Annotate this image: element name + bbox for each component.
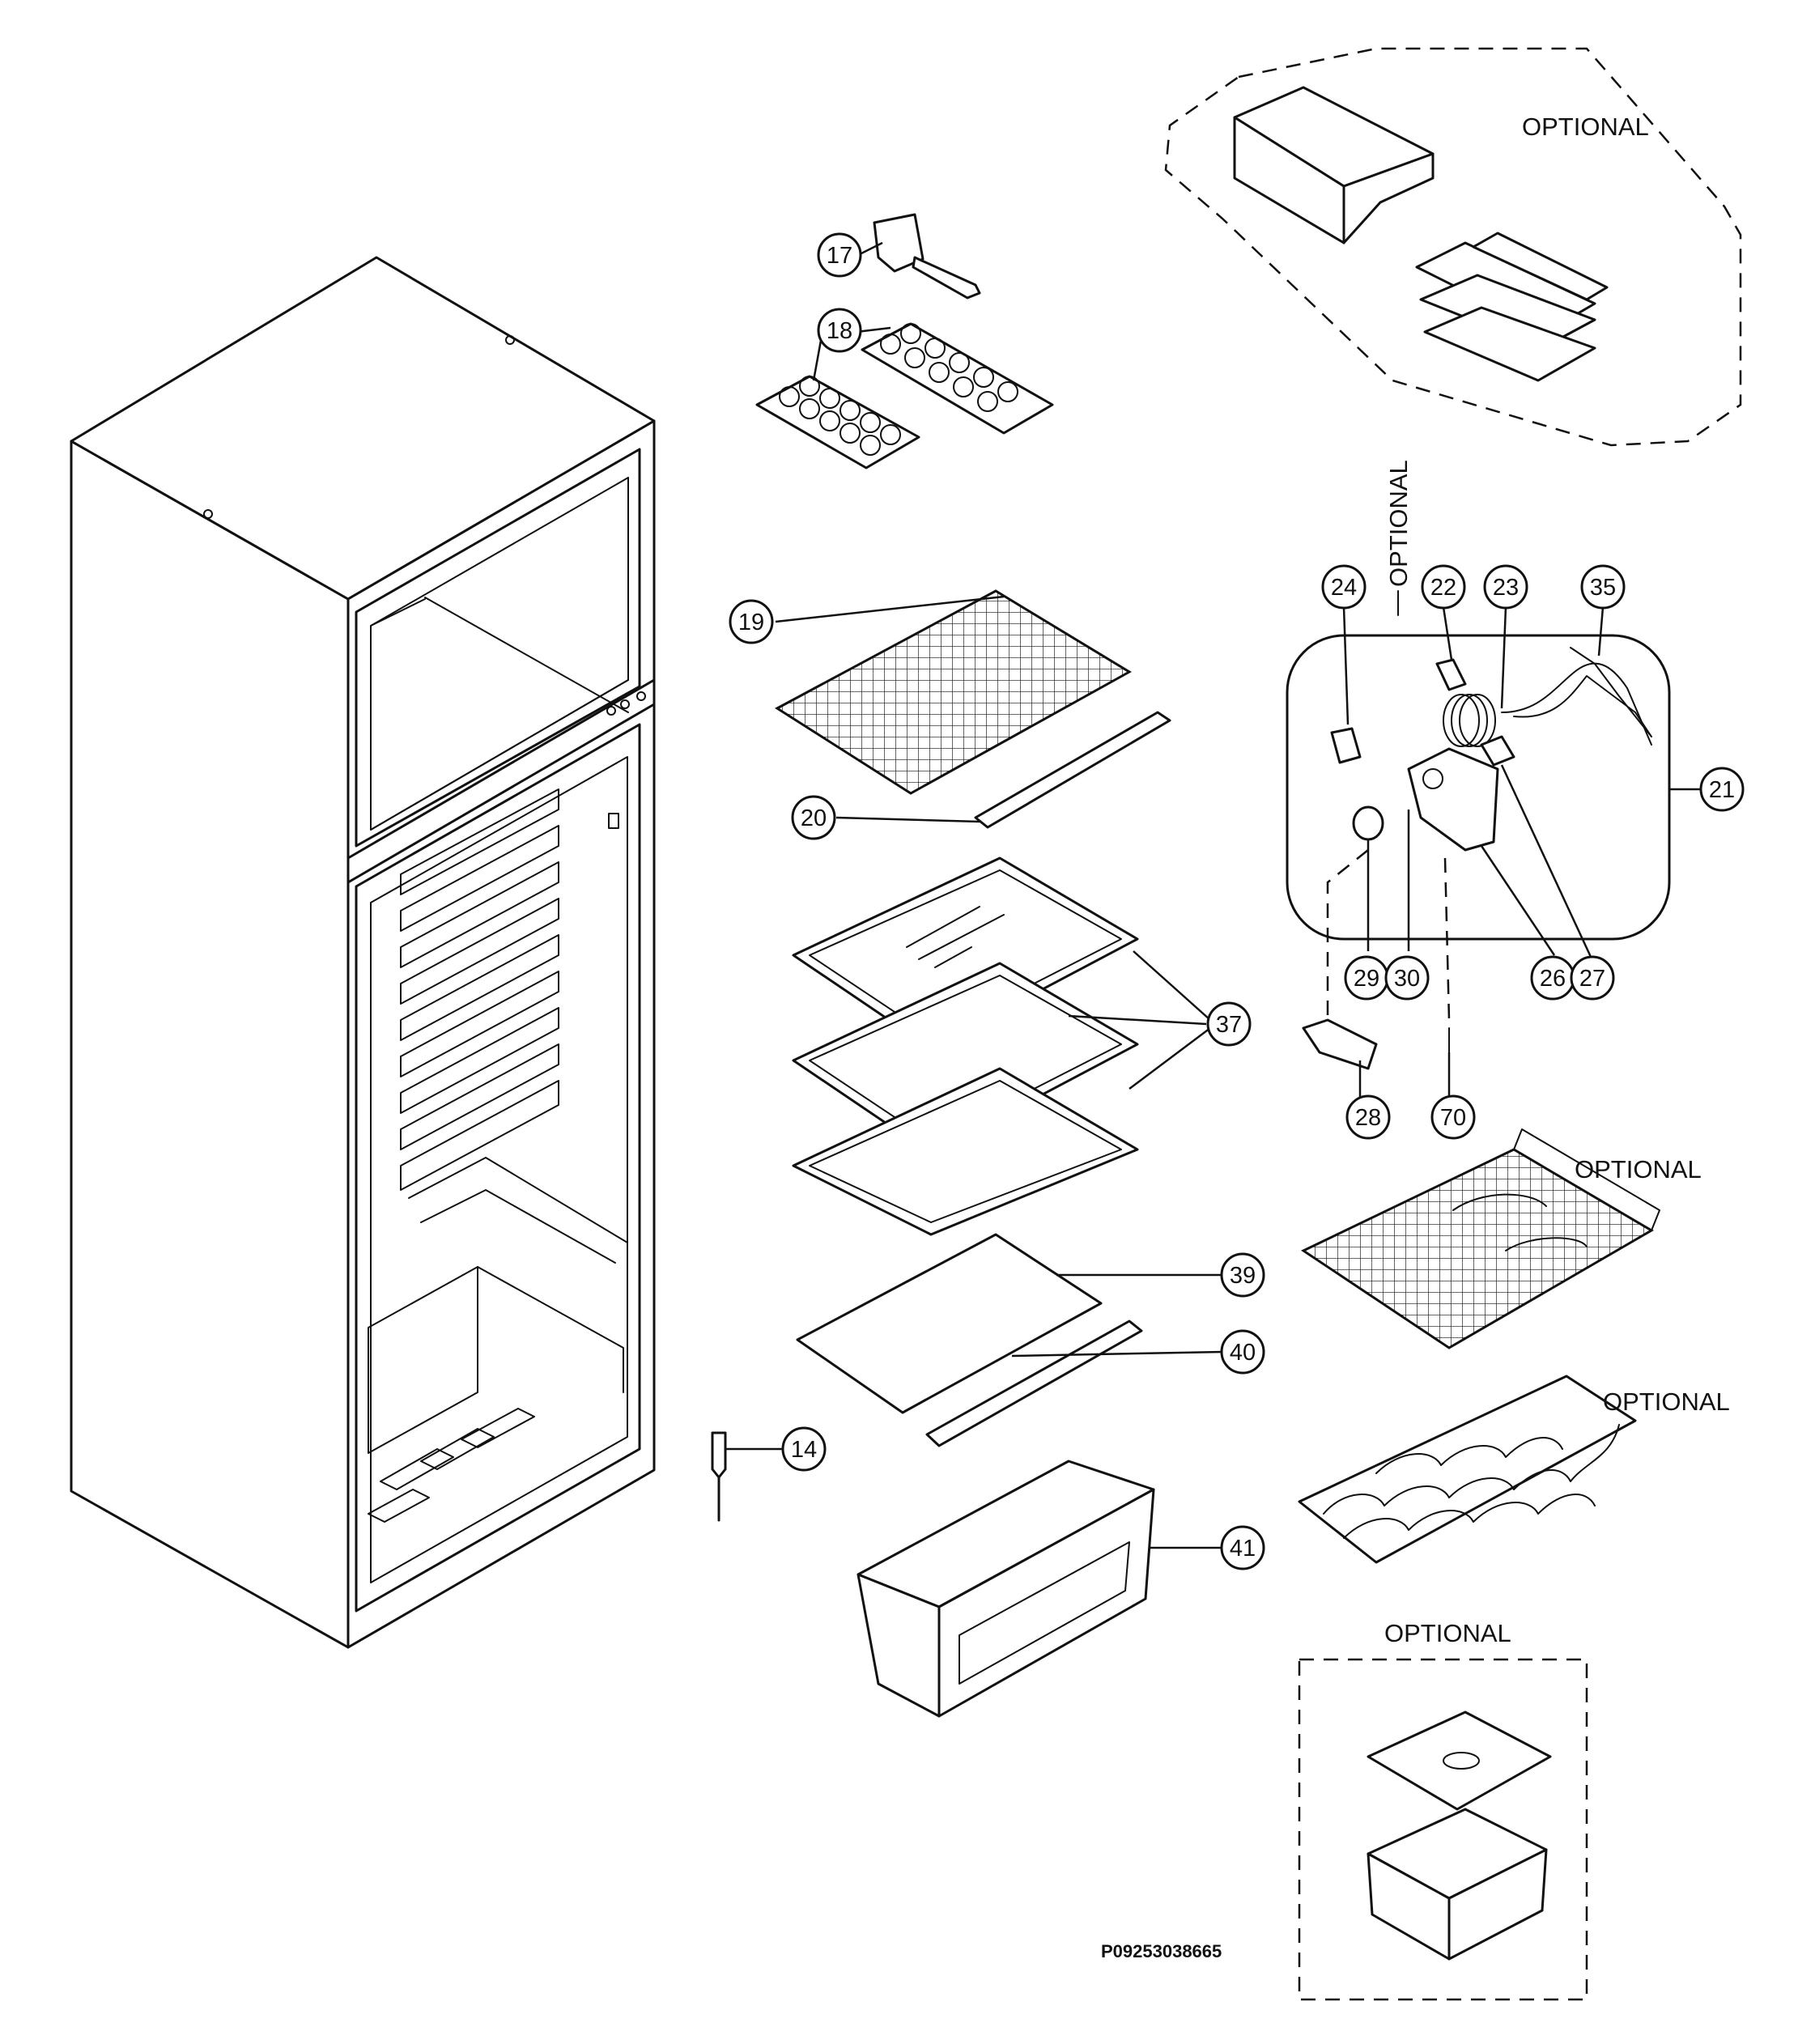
svg-text:37: 37 xyxy=(1216,1012,1242,1038)
part-18-ice-trays xyxy=(755,322,1054,470)
callout-17: 17 xyxy=(817,232,862,278)
callout-22: 22 xyxy=(1421,564,1466,610)
optional-wine-rack xyxy=(1298,1375,1637,1564)
svg-text:40: 40 xyxy=(1230,1340,1256,1366)
svg-text:14: 14 xyxy=(791,1437,817,1463)
optional-label-electrical: OPTIONAL xyxy=(1384,460,1413,587)
svg-text:28: 28 xyxy=(1355,1105,1381,1131)
callout-20: 20 xyxy=(791,795,836,840)
callout-28: 28 xyxy=(1345,1094,1391,1140)
callout-26: 26 xyxy=(1530,955,1575,1001)
part-21-control-housing-group xyxy=(1286,606,1702,1097)
optional-wire-shelf xyxy=(1300,1128,1660,1349)
optional-label-wire-shelf: OPTIONAL xyxy=(1575,1155,1702,1183)
part-37-glass-shelves xyxy=(792,856,1211,1236)
part-17-ice-scraper xyxy=(857,213,981,300)
cabinet-floor-ribs xyxy=(368,1408,535,1523)
svg-text:22: 22 xyxy=(1430,575,1456,601)
part-19-wire-shelf xyxy=(775,589,1132,795)
optional-label-icemaker: OPTIONAL xyxy=(1522,113,1649,141)
callout-39: 39 xyxy=(1220,1252,1265,1298)
callout-19: 19 xyxy=(729,599,774,644)
part-41-crisper-drawer xyxy=(856,1460,1222,1718)
svg-text:17: 17 xyxy=(827,243,852,269)
callout-layer: 14 17 18 19 20 21 22 23 24 26 27 28 29 3… xyxy=(729,232,1745,1570)
callout-14: 14 xyxy=(781,1426,827,1472)
svg-text:23: 23 xyxy=(1493,575,1519,601)
callout-30: 30 xyxy=(1384,955,1430,1001)
optional-label-wine-rack: OPTIONAL xyxy=(1603,1387,1730,1416)
part-14-probe xyxy=(711,1431,782,1522)
part-40-cover-trim xyxy=(925,1319,1223,1447)
svg-text:21: 21 xyxy=(1709,777,1735,803)
part-39-crisper-cover xyxy=(796,1233,1222,1414)
optional-label-storage-box: OPTIONAL xyxy=(1384,1619,1511,1647)
optional-icemaker-group xyxy=(1164,47,1742,447)
svg-text:35: 35 xyxy=(1590,575,1616,601)
drawing-code: P09253038665 xyxy=(1101,1941,1222,1961)
svg-text:19: 19 xyxy=(738,610,764,635)
callout-21: 21 xyxy=(1699,767,1745,812)
svg-text:27: 27 xyxy=(1579,966,1605,992)
svg-text:24: 24 xyxy=(1331,575,1357,601)
refrigerator-cabinet xyxy=(70,256,656,1649)
part-20-shelf-trim xyxy=(835,711,1171,829)
callout-23: 23 xyxy=(1483,564,1528,610)
callout-40: 40 xyxy=(1220,1329,1265,1375)
svg-text:30: 30 xyxy=(1394,966,1420,992)
callout-41: 41 xyxy=(1220,1525,1265,1570)
callout-18: 18 xyxy=(817,308,862,353)
svg-text:20: 20 xyxy=(801,805,827,831)
callout-37: 37 xyxy=(1206,1001,1252,1047)
callout-70: 70 xyxy=(1430,1094,1476,1140)
svg-text:18: 18 xyxy=(827,318,852,344)
optional-storage-box xyxy=(1298,1658,1588,2001)
callout-27: 27 xyxy=(1570,955,1615,1001)
callout-29: 29 xyxy=(1344,955,1389,1001)
cabinet-shelf-ledges xyxy=(400,788,559,1191)
svg-text:41: 41 xyxy=(1230,1536,1256,1562)
svg-text:26: 26 xyxy=(1540,966,1566,992)
svg-text:29: 29 xyxy=(1354,966,1379,992)
svg-text:39: 39 xyxy=(1230,1263,1256,1289)
svg-text:70: 70 xyxy=(1440,1105,1466,1131)
callout-35: 35 xyxy=(1580,564,1626,610)
callout-24: 24 xyxy=(1321,564,1367,610)
